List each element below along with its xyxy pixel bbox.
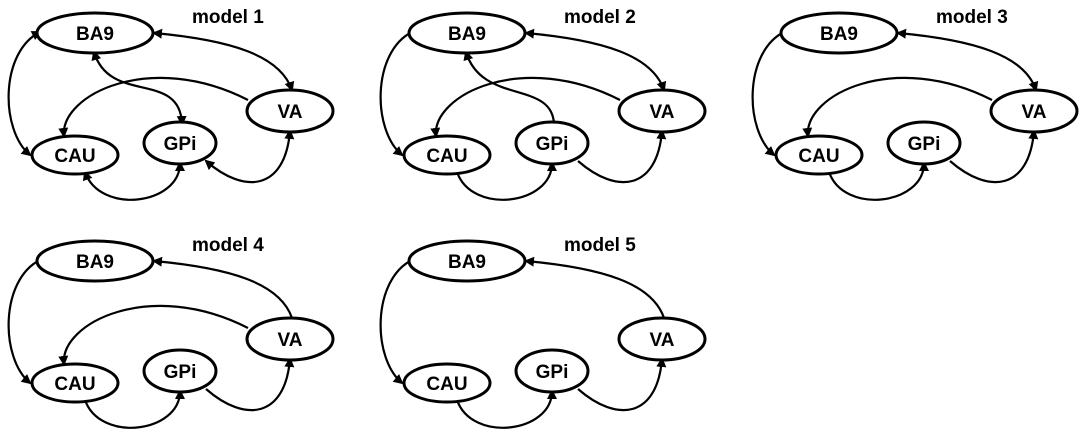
node-gpi: GPi bbox=[514, 120, 590, 166]
edge-ba9-cau bbox=[7, 31, 42, 157]
node-ba9: BA9 bbox=[407, 239, 527, 283]
edge-cau-gpi bbox=[83, 389, 185, 429]
model-title: model 4 bbox=[192, 235, 264, 256]
node-ba9: BA9 bbox=[779, 11, 899, 55]
node-cau-label: CAU bbox=[426, 146, 467, 167]
edge-cau-gpi bbox=[827, 161, 929, 201]
node-cau-label: CAU bbox=[426, 374, 467, 395]
edge-ba9-cau bbox=[751, 31, 785, 157]
edge-ba9-cau bbox=[379, 31, 413, 157]
node-ba9: BA9 bbox=[35, 11, 155, 55]
model-title: model 3 bbox=[936, 7, 1008, 28]
edge-va-ba9 bbox=[524, 256, 666, 319]
node-va-label: VA bbox=[1022, 102, 1047, 123]
node-cau: CAU bbox=[402, 134, 492, 176]
model-panel-5: model 5 BA9 VA CAU GPi bbox=[379, 235, 707, 429]
node-ba9-label: BA9 bbox=[76, 252, 114, 273]
edge-va-cau bbox=[430, 76, 621, 138]
node-va: VA bbox=[245, 316, 335, 362]
node-va: VA bbox=[617, 88, 707, 134]
model-panel-1: model 1 BA9 VA CAU GPi bbox=[7, 7, 335, 201]
node-ba9: BA9 bbox=[407, 11, 527, 55]
model-panel-4: model 4 BA9 VA CAU GPi bbox=[7, 235, 335, 429]
edge-ba9-cau bbox=[7, 259, 41, 385]
edge-ba9-va bbox=[524, 28, 667, 92]
edge-gpi-va bbox=[205, 357, 295, 412]
edge-va-cau bbox=[58, 76, 249, 138]
edge-gpi-va bbox=[577, 357, 667, 412]
node-cau-label: CAU bbox=[54, 374, 95, 395]
node-ba9-label: BA9 bbox=[448, 252, 486, 273]
model-title: model 5 bbox=[564, 235, 636, 256]
node-va-label: VA bbox=[650, 102, 675, 123]
node-gpi: GPi bbox=[142, 120, 218, 166]
node-ba9-label: BA9 bbox=[448, 24, 486, 45]
edge-va-cau bbox=[802, 76, 993, 138]
node-gpi-label: GPi bbox=[908, 134, 941, 155]
node-gpi-label: GPi bbox=[164, 362, 197, 383]
edge-cau-gpi bbox=[455, 389, 557, 429]
node-va: VA bbox=[989, 88, 1079, 134]
edge-gpi-ba9 bbox=[463, 50, 556, 125]
edge-cau-gpi bbox=[455, 161, 557, 201]
node-va: VA bbox=[617, 316, 707, 362]
node-ba9: BA9 bbox=[35, 239, 155, 283]
model-title: model 1 bbox=[192, 7, 264, 28]
node-va-label: VA bbox=[278, 102, 303, 123]
node-ba9-label: BA9 bbox=[76, 24, 114, 45]
node-va-label: VA bbox=[278, 330, 303, 351]
node-cau-label: CAU bbox=[798, 146, 839, 167]
node-va-label: VA bbox=[650, 330, 675, 351]
edge-ba9-va bbox=[152, 28, 295, 92]
node-va: VA bbox=[245, 88, 335, 134]
node-ba9-label: BA9 bbox=[820, 24, 858, 45]
node-cau: CAU bbox=[30, 134, 120, 176]
node-gpi-label: GPi bbox=[536, 134, 569, 155]
node-gpi: GPi bbox=[514, 348, 590, 394]
edge-gpi-va bbox=[204, 129, 295, 184]
edge-va-cau bbox=[58, 304, 249, 366]
node-cau: CAU bbox=[774, 134, 864, 176]
node-gpi: GPi bbox=[142, 348, 218, 394]
node-cau: CAU bbox=[402, 362, 492, 404]
node-gpi-label: GPi bbox=[164, 134, 197, 155]
edge-ba9-cau bbox=[379, 259, 413, 385]
node-cau-label: CAU bbox=[54, 146, 95, 167]
edge-ba9-va bbox=[896, 28, 1039, 92]
model-panel-3: model 3 BA9 VA CAU GPi bbox=[751, 7, 1079, 201]
node-gpi: GPi bbox=[886, 120, 962, 166]
model-panel-2: model 2 BA9 VA CAU GPi bbox=[379, 7, 707, 201]
node-gpi-label: GPi bbox=[536, 362, 569, 383]
model-title: model 2 bbox=[564, 7, 636, 28]
edge-cau-gpi bbox=[82, 161, 185, 201]
node-cau: CAU bbox=[30, 362, 120, 404]
edge-ba9-gpi bbox=[91, 50, 187, 126]
edge-va-ba9 bbox=[152, 256, 294, 319]
edge-gpi-va bbox=[949, 129, 1039, 184]
edge-gpi-va bbox=[577, 129, 667, 184]
